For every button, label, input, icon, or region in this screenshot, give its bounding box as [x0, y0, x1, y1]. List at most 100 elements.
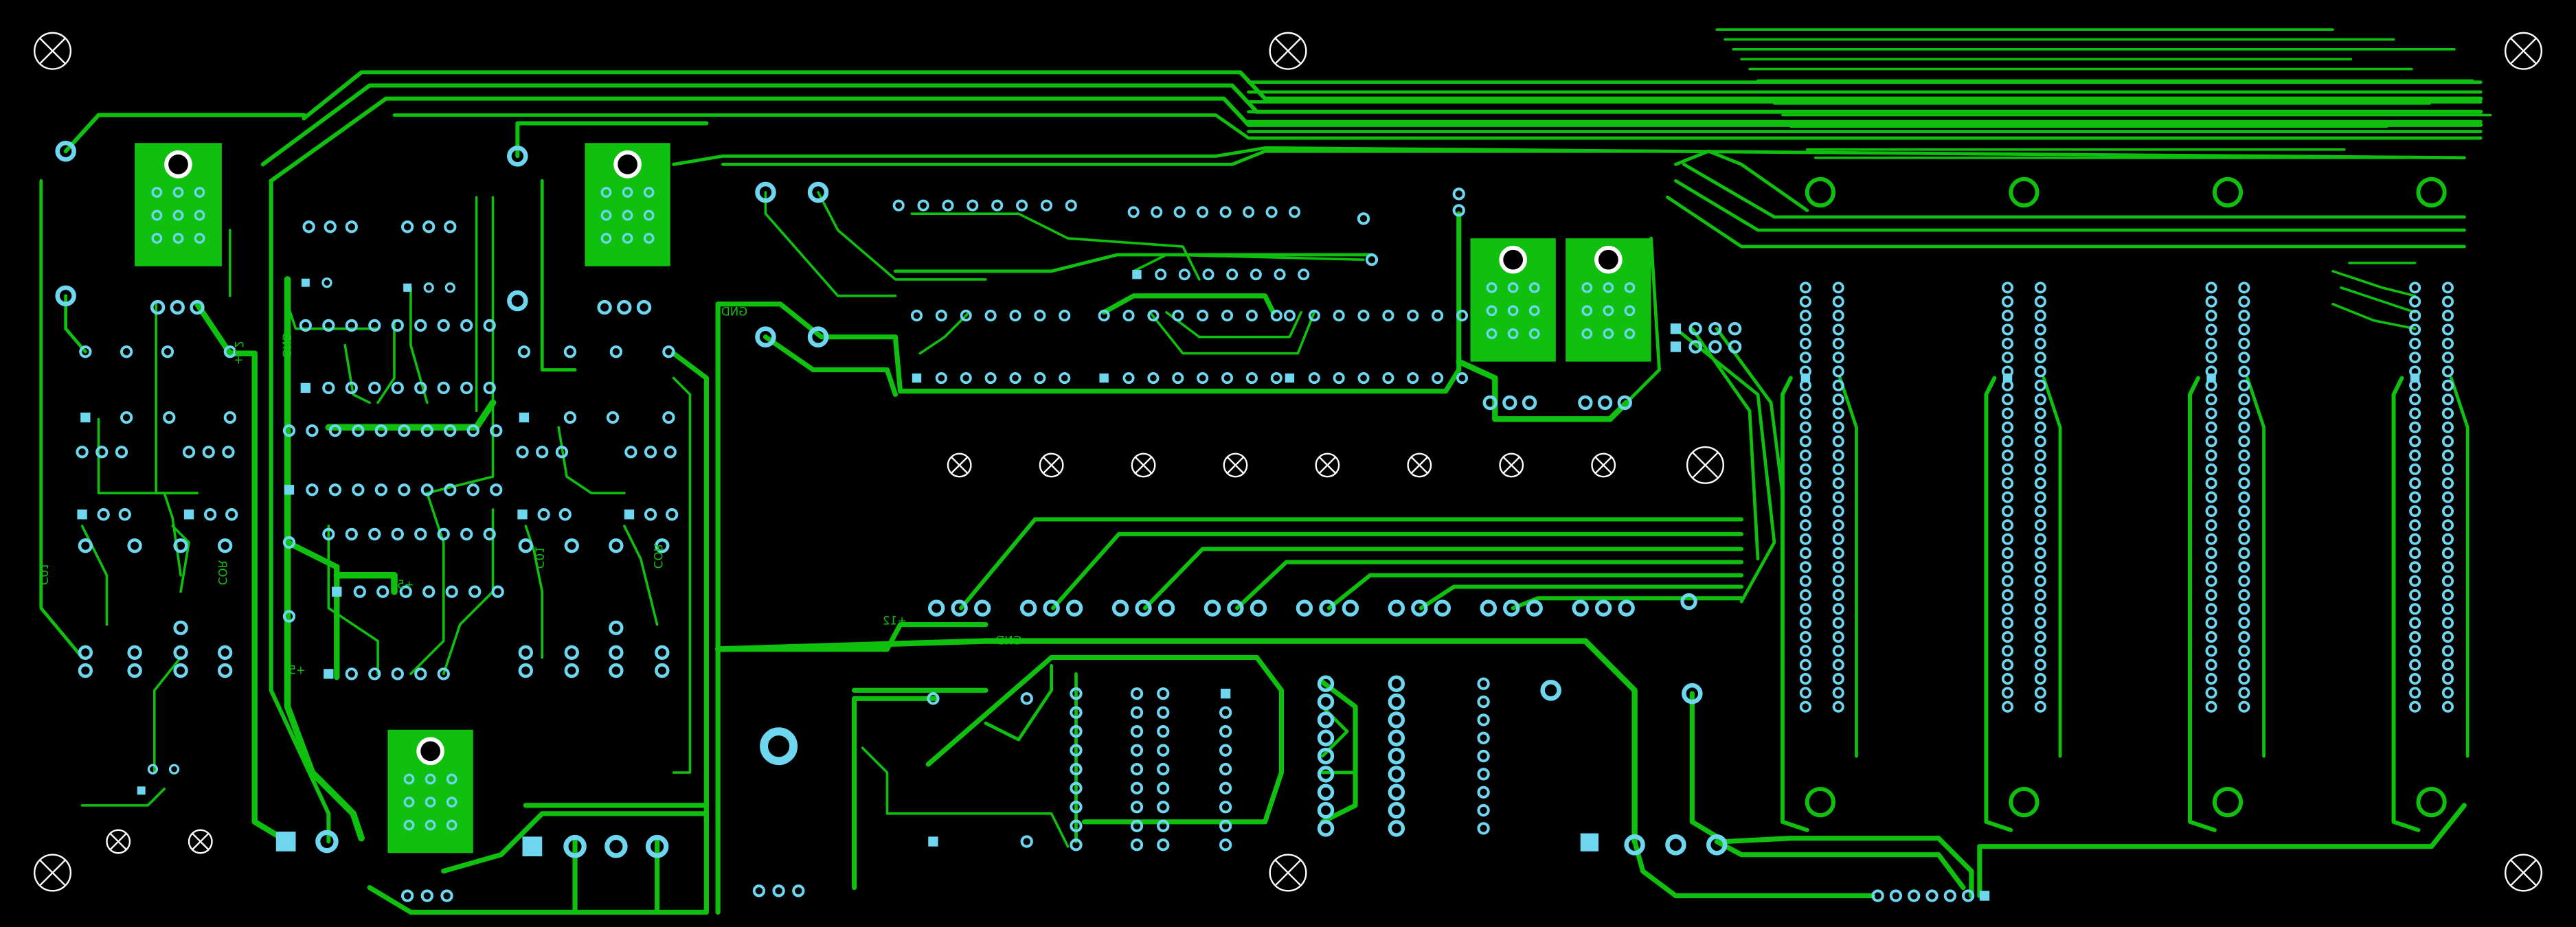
round-pad — [118, 508, 131, 521]
round-pad — [563, 834, 587, 858]
copper-ring — [2212, 786, 2244, 818]
round-pad — [414, 667, 427, 680]
round-pad — [2409, 491, 2421, 503]
round-pad — [517, 345, 531, 358]
round-pad — [1832, 617, 1844, 629]
block-pad — [1624, 305, 1636, 317]
round-pad — [1799, 603, 1811, 615]
round-pad — [1665, 834, 1686, 856]
mounting-hole-icon — [947, 453, 972, 478]
round-pad — [2034, 435, 2046, 448]
round-pad — [2238, 323, 2250, 336]
square-pad — [519, 412, 530, 423]
round-pad — [2205, 547, 2217, 559]
round-pad — [2409, 352, 2421, 364]
trace — [623, 525, 659, 626]
round-pad — [1456, 310, 1469, 322]
round-pad — [460, 381, 473, 395]
trace — [325, 399, 497, 431]
round-pad — [1832, 491, 1844, 503]
round-pad — [1832, 310, 1844, 322]
round-pad — [2441, 630, 2454, 643]
trace — [269, 179, 331, 844]
round-pad — [1708, 321, 1722, 336]
round-pad — [2034, 505, 2046, 517]
block-pad — [446, 773, 457, 785]
round-pad — [2441, 393, 2454, 406]
round-pad — [1832, 659, 1844, 671]
round-pad — [1221, 371, 1234, 385]
round-pad — [2034, 365, 2046, 378]
trace — [1326, 573, 1744, 610]
round-pad — [1317, 729, 1335, 746]
round-pad — [2034, 687, 2046, 699]
round-pad — [2409, 407, 2421, 420]
round-pad — [1070, 725, 1083, 738]
hole-cross — [1134, 456, 1153, 474]
block-pad — [1603, 328, 1614, 339]
round-pad — [1388, 599, 1405, 617]
round-pad — [1059, 371, 1071, 385]
round-pad — [605, 834, 628, 858]
round-pad — [1832, 407, 1844, 420]
block-pad — [1507, 282, 1519, 293]
round-pad — [2001, 603, 2014, 615]
round-pad — [2238, 393, 2250, 406]
round-pad — [2205, 575, 2217, 587]
block-pad — [425, 797, 436, 808]
round-pad — [2409, 463, 2421, 475]
round-pad — [1197, 206, 1209, 218]
round-pad — [2034, 421, 2046, 433]
round-pad — [1889, 889, 1903, 902]
round-pad — [1202, 268, 1214, 281]
round-pad — [984, 310, 997, 322]
trace — [1165, 310, 1302, 339]
round-pad — [2001, 421, 2014, 433]
trace — [1714, 838, 1966, 891]
mounting-hole-icon — [1591, 453, 1616, 478]
round-pad — [2238, 295, 2250, 308]
trace — [409, 492, 445, 676]
round-pad — [1799, 477, 1811, 490]
round-pad — [1219, 706, 1232, 719]
square-pad — [624, 510, 635, 520]
round-pad — [420, 889, 433, 902]
round-pad — [2441, 533, 2454, 545]
block-pad — [403, 819, 415, 831]
round-pad — [2034, 379, 2046, 391]
block-pad — [643, 187, 655, 198]
round-pad — [2238, 449, 2250, 461]
round-pad — [536, 446, 549, 459]
block-pad — [1603, 305, 1614, 317]
round-pad — [1130, 706, 1144, 719]
round-pad — [2001, 310, 2014, 322]
round-pad — [655, 663, 670, 678]
round-pad — [1799, 630, 1811, 643]
trace — [302, 70, 2483, 121]
block-pad — [1581, 328, 1593, 339]
round-pad — [353, 585, 366, 598]
round-pad — [609, 620, 624, 636]
round-pad — [1135, 599, 1152, 617]
label-cor-right: COR — [651, 543, 665, 569]
round-pad — [1226, 268, 1239, 281]
round-pad — [173, 645, 188, 660]
trace — [1625, 236, 1661, 404]
round-pad — [1245, 310, 1258, 322]
trace — [1674, 179, 2466, 232]
round-pad — [973, 599, 991, 617]
round-pad — [1728, 321, 1742, 336]
hole-cross — [1502, 456, 1520, 474]
round-pad — [217, 645, 233, 660]
round-pad — [1122, 371, 1135, 385]
round-pad — [1122, 310, 1135, 322]
square-pad — [1800, 373, 1811, 383]
round-pad — [1799, 547, 1811, 559]
trace — [1511, 596, 1744, 610]
trace — [426, 196, 495, 494]
round-pad — [1219, 206, 1232, 218]
round-pad — [1799, 519, 1811, 531]
round-pad — [483, 527, 496, 541]
round-pad — [2205, 393, 2217, 406]
round-pad — [2441, 505, 2454, 517]
